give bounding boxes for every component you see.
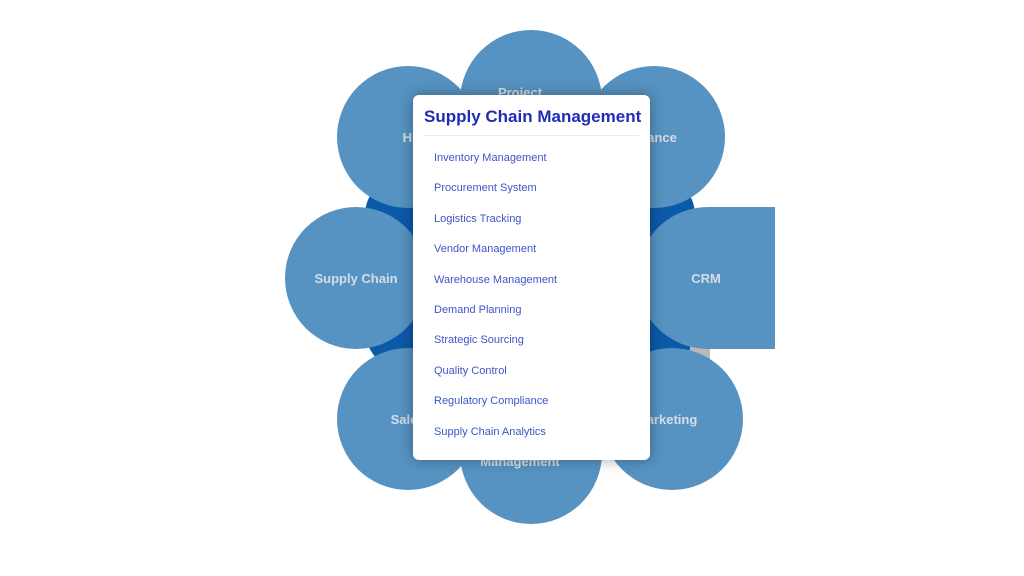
popup-item[interactable]: Logistics Tracking bbox=[434, 212, 522, 225]
popup-item[interactable]: Vendor Management bbox=[434, 243, 537, 256]
popup-item[interactable]: Procurement System bbox=[434, 182, 537, 195]
popup-item[interactable]: Strategic Sourcing bbox=[434, 334, 524, 347]
popup-item[interactable]: Regulatory Compliance bbox=[434, 395, 549, 408]
petal-marketing-label: arketing bbox=[646, 411, 698, 427]
petal-supply-chain[interactable]: Supply Chain bbox=[285, 207, 427, 349]
module-popup: Supply Chain Management Inventory Manage… bbox=[413, 95, 650, 460]
popup-item[interactable]: Demand Planning bbox=[434, 303, 522, 316]
popup-item[interactable]: Quality Control bbox=[434, 364, 507, 377]
popup-item[interactable]: Supply Chain Analytics bbox=[434, 425, 546, 438]
petal-crm-label: CRM bbox=[691, 270, 721, 286]
popup-item[interactable]: Warehouse Management bbox=[434, 273, 558, 286]
popup-item-list: Inventory Management Procurement System … bbox=[424, 152, 639, 456]
petal-crm[interactable]: CRM bbox=[637, 207, 775, 349]
petal-supply-chain-label: Supply Chain bbox=[314, 270, 398, 286]
popup-title: Supply Chain Management bbox=[424, 107, 641, 136]
petal-sales-label: Sale bbox=[390, 411, 418, 427]
petal-finance-label: ance bbox=[647, 129, 677, 145]
popup-item[interactable]: Inventory Management bbox=[434, 152, 547, 164]
